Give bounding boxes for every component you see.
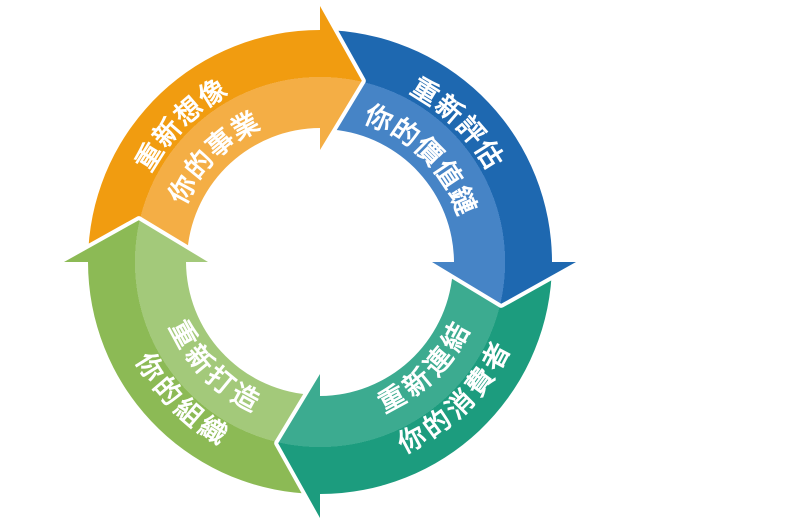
segment-arc-reconnect [274,270,556,522]
cycle-segments [60,2,580,522]
arrowhead-rebuild [64,220,208,262]
segment-arc-reimagine [84,2,366,254]
segment-arc-reevaluate [328,26,580,308]
segment-arc-rebuild [60,216,312,498]
